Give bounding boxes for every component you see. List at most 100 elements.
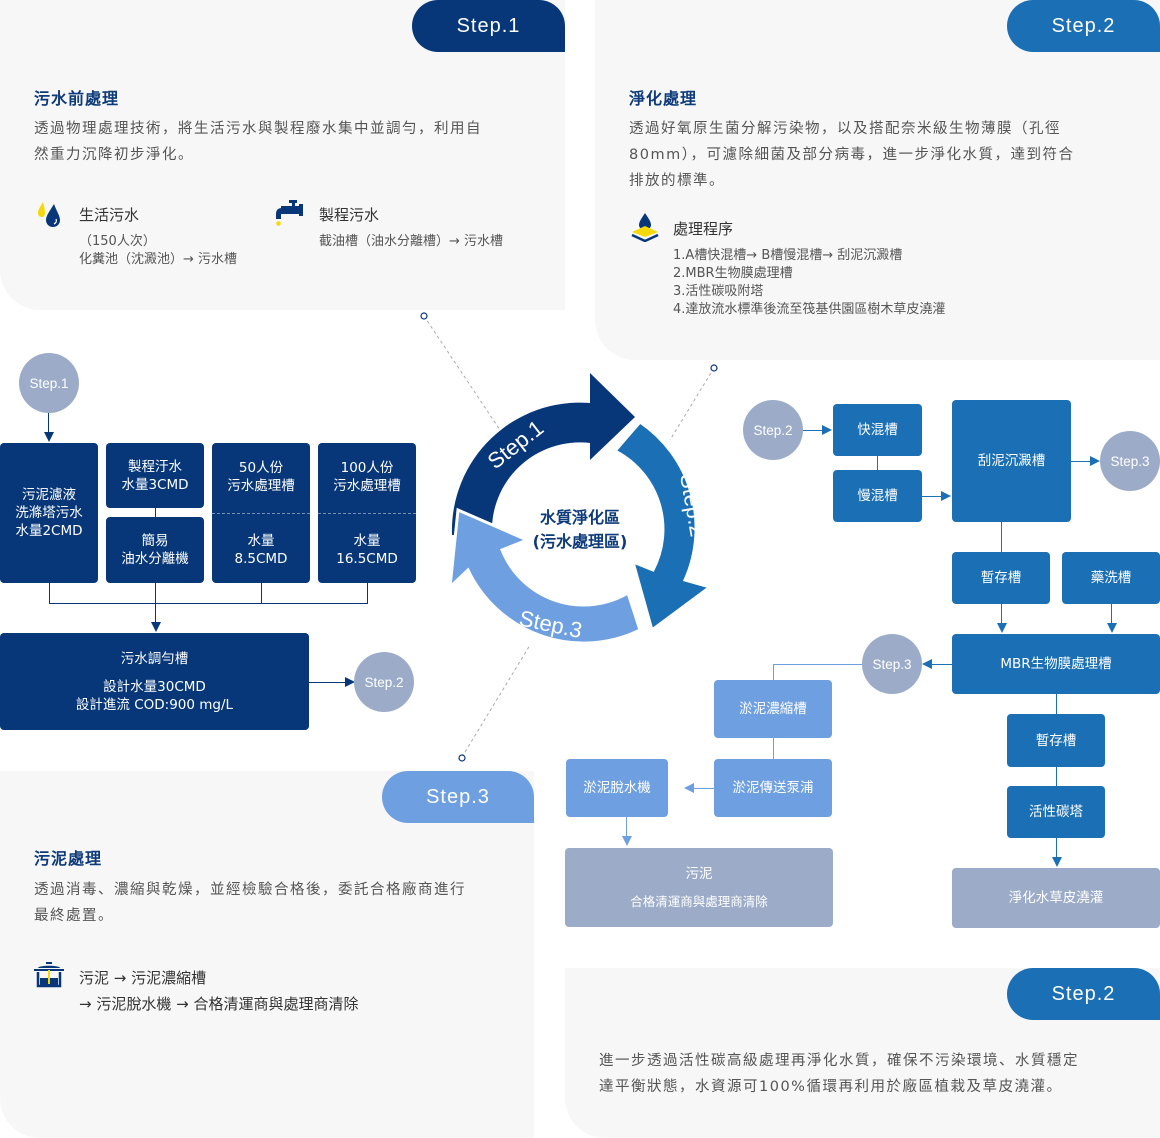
step2-desc-line: 透過好氧原生菌分解污染物，以及搭配奈米級生物薄膜（孔徑 bbox=[629, 121, 1061, 137]
flow3-connector bbox=[773, 664, 862, 665]
box-line: 8.5CMD bbox=[234, 550, 288, 567]
arrow-down-icon bbox=[622, 836, 632, 846]
flow1-box-100-person-tank: 100人份 污水處理槽 水量 16.5CMD bbox=[318, 443, 416, 583]
cycle-diagram: Step.1 Step.2 Step.3 水質淨化區 (污水處理區) bbox=[448, 373, 714, 645]
sludge-flow-line: → 污泥脫水機 → 合格清運商與處理商清除 bbox=[79, 995, 359, 1013]
step2-desc-line: 80mm），可濾除細菌及部分病毒，進一步淨化水質，達到符合 bbox=[629, 147, 1075, 163]
flow2-step2-node[interactable]: Step.2 bbox=[743, 400, 803, 460]
flow1-connector bbox=[261, 583, 262, 603]
box-line: 製程汙水 bbox=[128, 458, 182, 475]
domestic-line: 化糞池（沈澱池）→ 污水槽 bbox=[79, 252, 238, 267]
box-line: 水量2CMD bbox=[15, 523, 83, 539]
flow1-box-oil-separator: 簡易 油水分離機 bbox=[106, 517, 204, 583]
flow2-box-temp-storage: 暫存槽 bbox=[952, 552, 1050, 604]
box-line: 水量 bbox=[247, 532, 275, 549]
arrow-down-icon bbox=[44, 432, 54, 442]
arrow-right-icon bbox=[941, 491, 951, 501]
procedure-item: 4.達放流水標準後流至筏基供園區樹木草皮澆灌 bbox=[673, 302, 946, 317]
arrow-left-icon bbox=[684, 783, 694, 793]
step2-card bbox=[595, 0, 1160, 360]
arrow-down-icon bbox=[1052, 857, 1062, 867]
flow1-box-equalization-tank: 污水調勻槽 設計水量30CMD 設計進流 COD:900 mg/L bbox=[0, 633, 309, 730]
flow1-connector bbox=[309, 682, 347, 683]
box-line: 污泥濾液 bbox=[22, 487, 76, 503]
arrow-right-icon bbox=[822, 425, 832, 435]
step1-desc-line: 透過物理處理技術，將生活污水與製程廢水集中並調勻，利用自 bbox=[34, 121, 482, 137]
step1-badge: Step.1 bbox=[412, 0, 565, 52]
box-line: 16.5CMD bbox=[336, 550, 398, 567]
cycle-arc-step2 bbox=[612, 420, 714, 633]
procedure-title: 處理程序 bbox=[673, 220, 734, 238]
flow1-connector bbox=[48, 413, 49, 433]
box-line: 水量3CMD bbox=[121, 476, 189, 493]
process-sewage-title: 製程污水 bbox=[319, 206, 380, 224]
flow2-box-slow-mix: 慢混槽 bbox=[833, 470, 922, 522]
flow1-step1-node[interactable]: Step.1 bbox=[19, 353, 79, 413]
step1-desc-line: 然重力沉降初步淨化。 bbox=[34, 147, 194, 163]
procedure-item: 1.A槽快混槽→ B槽慢混槽→ 刮泥沉澱槽 bbox=[673, 248, 903, 263]
step3-description: 透過消毒、濃縮與乾燥，並經檢驗合格後，委託合格廠商進行 最終處置。 bbox=[34, 877, 524, 929]
box-line: 100人份 bbox=[340, 459, 394, 476]
flow3-connector bbox=[773, 664, 774, 681]
flow2-connector bbox=[1071, 461, 1091, 462]
flow2-box-carbon-tower: 活性碳塔 bbox=[1007, 786, 1105, 838]
box-line: 合格清運商與處理商清除 bbox=[630, 893, 768, 909]
arrow-right-icon bbox=[345, 677, 355, 687]
connector-step2 bbox=[669, 367, 715, 441]
divider bbox=[318, 512, 416, 514]
step2-badge: Step.2 bbox=[1007, 0, 1160, 52]
flow1-box-50-person-tank: 50人份 污水處理槽 水量 8.5CMD bbox=[212, 443, 310, 583]
flow1-box-process-water: 製程汙水 水量3CMD bbox=[106, 443, 204, 508]
flow3-box-thickener: 淤泥濃縮槽 bbox=[714, 680, 832, 738]
connector-dot bbox=[710, 364, 718, 372]
connector-step1 bbox=[423, 315, 501, 431]
flow1-step2-node[interactable]: Step.2 bbox=[354, 652, 414, 712]
flow2-step3-node[interactable]: Step.3 bbox=[1100, 431, 1160, 491]
flow2-box-chemical-wash: 藥洗槽 bbox=[1062, 552, 1160, 604]
water-layer-icon bbox=[631, 213, 659, 242]
cycle-center-line1: 水質淨化區 bbox=[540, 508, 620, 527]
step3-badge: Step.3 bbox=[382, 771, 534, 823]
box-line: 設計水量30CMD bbox=[103, 678, 206, 695]
flow2-box-settling-tank: 刮泥沉澱槽 bbox=[952, 400, 1071, 522]
box-line: 簡易 bbox=[141, 533, 169, 549]
procedure-item: 2.MBR生物膜處理槽 bbox=[673, 266, 793, 281]
step1-title: 污水前處理 bbox=[34, 89, 120, 108]
cycle-center-line2: (污水處理區) bbox=[533, 532, 628, 551]
step3-desc-line: 透過消毒、濃縮與乾燥，並經檢驗合格後，委託合格廠商進行 bbox=[34, 882, 466, 898]
arrow-right-icon bbox=[1090, 456, 1100, 466]
flow2-connector bbox=[1056, 838, 1057, 858]
step2-title: 淨化處理 bbox=[629, 89, 698, 108]
flow1-connector bbox=[155, 583, 156, 623]
flow3-box-pump: 淤泥傳送泵浦 bbox=[714, 759, 832, 817]
connector-dot bbox=[420, 312, 428, 320]
flow2-box-irrigation: 淨化水草皮澆灌 bbox=[952, 868, 1160, 928]
flow1-connector bbox=[49, 583, 50, 603]
flow2-connector bbox=[922, 496, 942, 497]
flow3-connector bbox=[694, 788, 714, 789]
flow3-connector bbox=[626, 817, 627, 837]
flow2-connector bbox=[932, 664, 952, 665]
step2b-description: 進一步透過活性碳高級處理再淨化水質，確保不污染環境、水質穩定 達平衡狀態，水資源… bbox=[599, 1048, 1149, 1100]
box-title: 污泥 bbox=[685, 865, 713, 882]
box-line: 洗滌塔污水 bbox=[15, 505, 83, 521]
procedure-item: 3.活性碳吸附塔 bbox=[673, 284, 764, 299]
domestic-sewage-detail: （150人次） 化糞池（沈澱池）→ 污水槽 bbox=[79, 233, 237, 269]
box-line: 水量 bbox=[353, 532, 381, 549]
water-drops-icon bbox=[38, 202, 60, 227]
arrow-left-icon bbox=[922, 659, 932, 669]
step3-desc-line: 最終處置。 bbox=[34, 908, 114, 924]
flow2-box-mbr: MBR生物膜處理槽 bbox=[952, 634, 1160, 694]
flow3-box-final-disposal: 污泥 合格清運商與處理商清除 bbox=[565, 848, 833, 927]
flow1-connector bbox=[155, 508, 156, 518]
step2b-desc-line: 達平衡狀態，水資源可100%循環再利用於廠區植栽及草皮澆灌。 bbox=[599, 1079, 1063, 1095]
step2b-badge: Step.2 bbox=[1007, 968, 1160, 1020]
faucet-icon bbox=[276, 200, 303, 226]
domestic-sewage-title: 生活污水 bbox=[79, 206, 140, 224]
box-line: 污水處理槽 bbox=[333, 477, 401, 494]
flow2-connector bbox=[1056, 694, 1057, 714]
flow2-mbr-step3-node[interactable]: Step.3 bbox=[862, 634, 922, 694]
flow2-box-temp-storage-2: 暫存槽 bbox=[1007, 714, 1105, 767]
step2-desc-line: 排放的標準。 bbox=[629, 173, 725, 189]
arrow-down-icon bbox=[1107, 623, 1117, 633]
